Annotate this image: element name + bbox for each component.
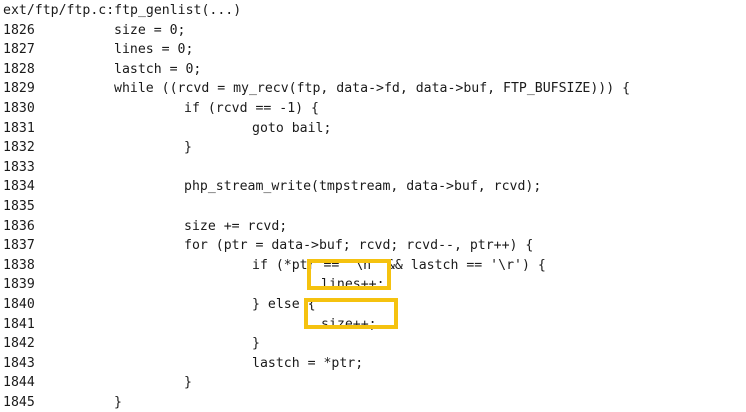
file-function-title: ext/ftp/ftp.c:ftp_genlist(...) [3,3,242,18]
code-text: if (*ptr == '\n' && lastch == '\r') { [252,257,546,273]
code-text: for (ptr = data->buf; rcvd; rcvd--, ptr+… [184,238,534,254]
code-line: 1842} [3,334,260,354]
code-text: } [184,140,192,156]
code-text: goto bail; [252,120,332,136]
code-line: 1834 php_stream_write(tmpstream, data->bu… [3,177,541,197]
line-number: 1845 [3,394,35,410]
line-number: 1844 [3,375,35,391]
line-number: 1830 [3,100,35,116]
code-text: lastch = *ptr; [252,355,364,371]
line-number: 1834 [3,179,35,195]
line-number: 1831 [3,120,35,136]
code-line: 1838 if (*ptr == '\n' && lastch == '\r') … [3,256,546,276]
highlight-box-size-increment [304,298,398,329]
line-number: 1836 [3,218,35,234]
code-line: 1829 while ((rcvd = my_recv(ftp, data->fd… [3,79,630,99]
line-number: 1827 [3,42,35,58]
code-text: size = 0; [114,22,186,38]
code-line: 1826 size = 0; [3,21,241,41]
code-text: lines = 0; [114,42,194,58]
code-line: 1833 [3,158,241,178]
line-number: 1826 [3,22,35,38]
line-number: 1843 [3,355,35,371]
line-number: 1835 [3,198,35,214]
code-line: 1840 } else { [3,295,316,315]
code-line: 1845} [3,393,241,412]
line-number: 1828 [3,61,35,77]
code-line: 1836 size += rcvd; [3,217,287,237]
code-line: 1832} [3,138,241,158]
code-line: 1831 goto bail; [3,119,331,139]
line-number: 1833 [3,159,35,175]
code-line: 1830 if (rcvd == -1) { [3,99,319,119]
code-line: 1828 lastch = 0; [3,60,241,80]
code-text: } [252,336,260,352]
code-text: php_stream_write(tmpstream, data->buf, r… [184,179,542,195]
line-number: 1841 [3,316,35,332]
line-number: 1837 [3,238,35,254]
code-text: if (rcvd == -1) { [184,100,319,116]
line-number: 1832 [3,140,35,156]
code-line: 1835 [3,197,241,217]
code-line: 1844} [3,373,241,393]
code-line: 1827 lines = 0; [3,40,241,60]
code-text: lastch = 0; [114,61,202,77]
line-number: 1839 [3,277,35,293]
code-text: size += rcvd; [184,218,288,234]
code-text: while ((rcvd = my_recv(ftp, data->fd, da… [114,81,631,97]
code-text: } [114,394,122,410]
code-text: } else { [252,296,316,312]
line-number: 1840 [3,296,35,312]
code-line: 1837 for (ptr = data->buf; rcvd; rcvd--, … [3,236,533,256]
code-line: 1843 lastch = *ptr; [3,354,363,374]
code-text: } [184,375,192,391]
line-number: 1842 [3,336,35,352]
code-listing: ext/ftp/ftp.c:ftp_genlist(...) 1826 size … [3,1,630,412]
line-number: 1838 [3,257,35,273]
line-number: 1829 [3,81,35,97]
highlight-box-lines-increment [307,259,391,290]
